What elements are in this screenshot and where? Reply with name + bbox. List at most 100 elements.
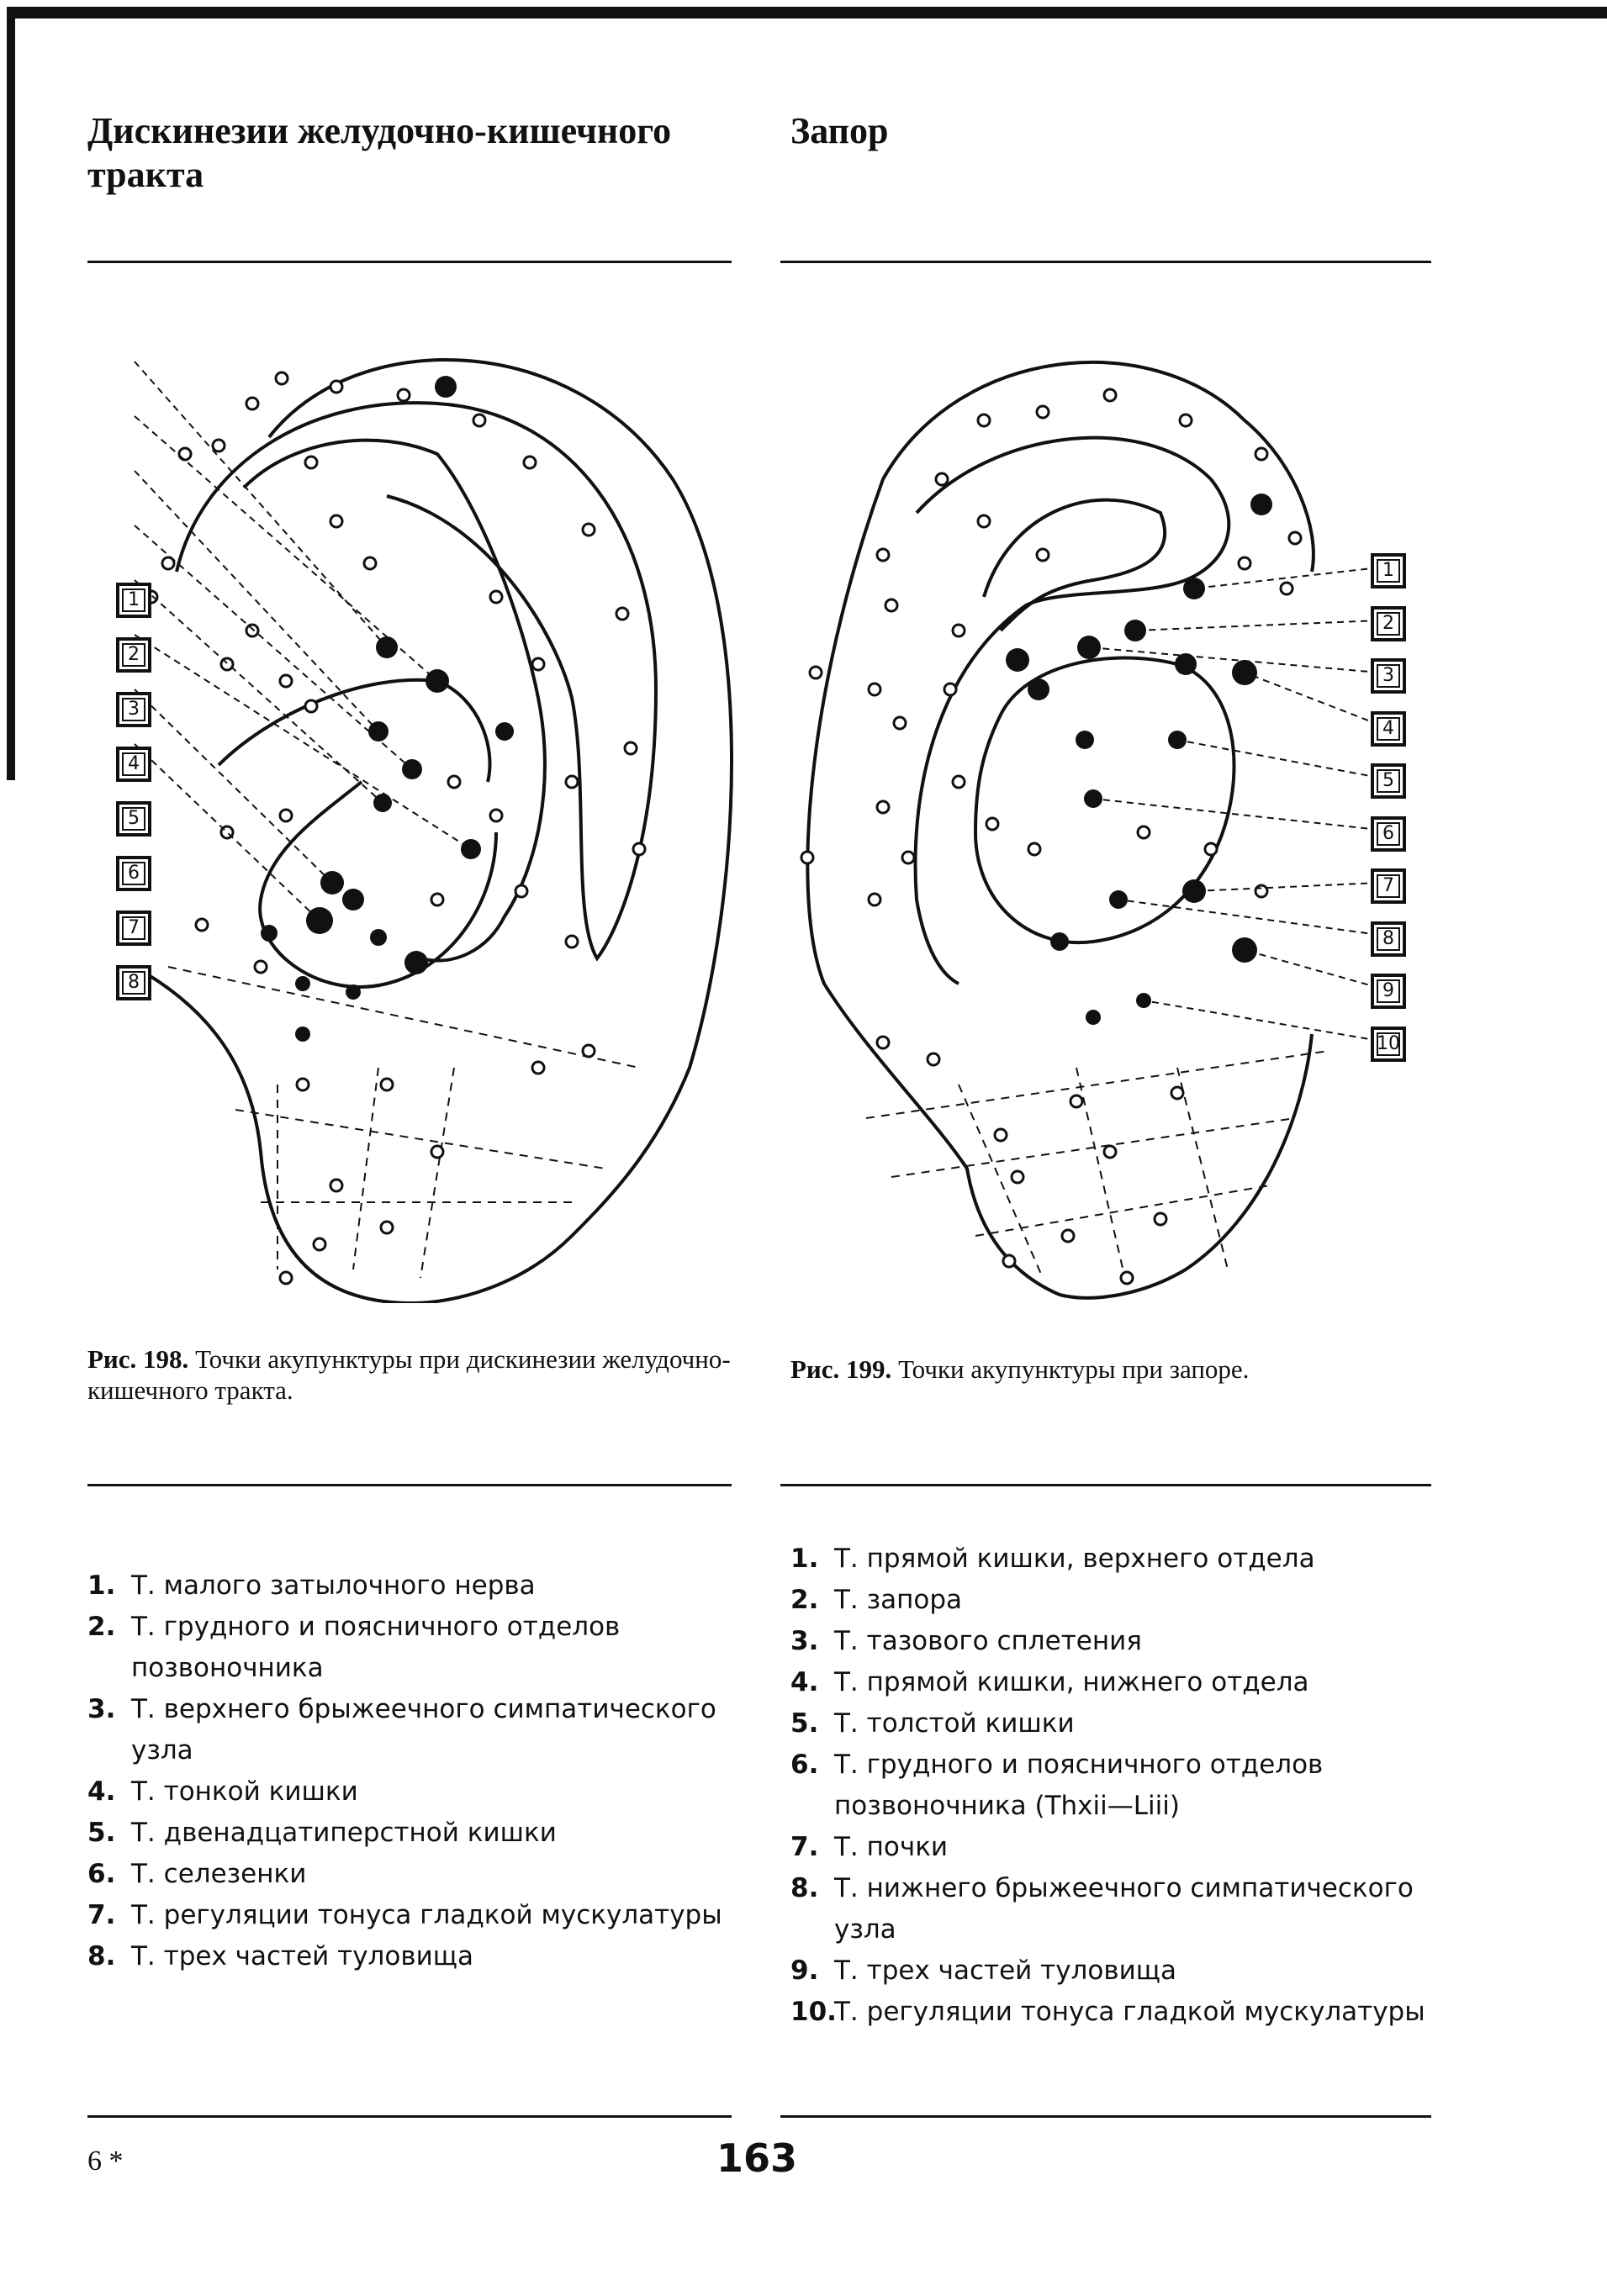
figure-marker-box: 7 [116,910,151,946]
list-item-text: Т. верхнего брыжеечного симпатического у… [131,1694,716,1766]
list-item-number: 1. [790,1544,819,1574]
left-point-list: 1. Т. малого затылочного нерва 2.Т. грудно… [87,1565,743,1977]
left-footer-rule [87,2115,732,2118]
list-item-number: 6. [87,1859,116,1889]
list-item: 7.Т. регуляции тонуса гладкой мускулатур… [87,1895,743,1936]
figure-marker-box: 6 [1371,815,1406,852]
page-left-border [7,7,15,780]
right-title: Запор [790,110,889,151]
list-item-text: Т. почки [834,1832,949,1862]
list-item: 8. Т. трех частей туловища [87,1936,743,1977]
list-item-text: Т. прямой кишки, нижнего отдела [834,1667,1309,1697]
list-item-number: 9. [790,1956,819,1986]
right-ear-diagram [800,360,1380,1300]
right-point-list: 1. Т. прямой кишки, верхнего отдела 2. Т. з… [790,1539,1446,2033]
list-item-number: 8. [87,1941,116,1971]
list-item-number: 4. [790,1667,819,1697]
page-number: 163 [716,2135,798,2181]
right-caption-text: Точки акупунктуры при запоре. [898,1354,1250,1384]
list-item-text: Т. малого затылочного нерва [131,1570,536,1601]
list-item: 1. Т. малого затылочного нерва [87,1565,743,1607]
figure-marker-box: 1 [1371,553,1406,589]
list-item: 9. Т. трех частей туловища [790,1950,1446,1992]
list-item-text: Т. грудного и поясничного отделов позвон… [834,1750,1324,1821]
figure-marker-box: 8 [1371,921,1406,957]
right-figure-label: Рис. 199. [790,1354,892,1384]
list-item-number: 5. [87,1818,116,1848]
left-caption-rule [87,1484,732,1486]
list-item-number: 1. [87,1570,116,1601]
figure-marker-box: 10 [1371,1026,1406,1062]
list-item: 7. Т. почки [790,1827,1446,1868]
figure-marker-box: 5 [116,801,151,837]
left-title: Дискинезии желудочно-кишечного тракта [87,110,672,195]
list-item-text: Т. двенадцатиперстной кишки [131,1818,557,1848]
list-item-number: 5. [790,1708,819,1739]
page-top-border [7,7,1607,18]
figure-marker-box: 4 [1371,710,1406,747]
right-ear-outline [806,360,1315,1300]
figure-marker-box: 8 [116,965,151,1000]
list-item: 2. Т. запора [790,1580,1446,1621]
right-caption: Рис. 199. Точки акупунктуры при запоре. [790,1354,1446,1385]
list-item-text: Т. селезенки [131,1859,307,1889]
right-caption-rule [780,1484,1431,1486]
list-item-text: Т. тонкой кишки [131,1776,358,1807]
figure-marker-box: 2 [116,637,151,673]
list-item-text: Т. трех частей туловища [131,1941,473,1971]
figure-marker-box: 9 [1371,974,1406,1009]
left-crus [217,678,492,783]
list-item-text: Т. запора [834,1585,963,1615]
list-item: 3.Т. тазового сплетения [790,1621,1446,1662]
list-item-text: Т. тазового сплетения [834,1626,1142,1656]
list-item-number: 6. [790,1750,819,1780]
right-marker-lines [1088,567,1380,1042]
list-item: 8.Т. нижнего брыжеечного симпатического … [790,1868,1446,1950]
right-footer-rule [780,2115,1431,2118]
left-column-header: Дискинезии желудочно-кишечного тракта [87,109,676,197]
list-item: 4. Т. прямой кишки, нижнего отдела [790,1662,1446,1703]
figure-marker-box: 4 [116,747,151,782]
left-figure-label: Рис. 198. [87,1344,189,1374]
list-item: 2.Т. грудного и поясничного отделов позв… [87,1607,743,1689]
list-item-number: 3. [87,1694,116,1724]
left-antihelix [242,438,547,963]
list-item-number: 7. [87,1900,116,1930]
list-item: 4. Т. тонкой кишки [87,1771,743,1813]
left-marker-lines [134,361,472,921]
list-item: 5. Т. двенадцатиперстной кишки [87,1813,743,1854]
figure-marker-box: 1 [116,583,151,618]
right-column-header: Запор [790,109,1379,153]
left-caption: Рис. 198. Точки акупунктуры при дискинез… [87,1343,743,1406]
left-concha [258,780,498,989]
right-helix [913,435,1231,985]
list-item-number: 4. [87,1776,116,1807]
signature-mark: 6 * [87,2146,124,2177]
figure-marker-box: 3 [1371,658,1406,694]
list-item-text: Т. грудного и поясничного отделов позвон… [131,1612,621,1683]
right-header-rule [780,261,1431,263]
figure-marker-box: 2 [1371,605,1406,641]
list-item-text: Т. толстой кишки [834,1708,1075,1739]
figure-marker-box: 6 [116,856,151,891]
list-item-text: Т. трех частей туловища [834,1956,1176,1986]
list-item-text: Т. прямой кишки, верхнего отдела [834,1544,1315,1574]
list-item-number: 10. [790,1997,837,2027]
list-item: 1. Т. прямой кишки, верхнего отдела [790,1539,1446,1580]
list-item-text: Т. нижнего брыжеечного симпатического уз… [834,1873,1414,1945]
list-item: 3. Т. верхнего брыжеечного симпатического… [87,1689,743,1771]
list-item: 10.Т. регуляции тонуса гладкой мускулату… [790,1992,1446,2033]
list-item: 5. Т. толстой кишки [790,1703,1446,1744]
right-antihelix [982,498,1167,632]
list-item-text: Т. регуляции тонуса гладкой мускулатуры [834,1997,1425,2027]
left-caption-text: Точки акупунктуры при дискинезии желудоч… [87,1344,731,1405]
figure-marker-box: 5 [1371,763,1406,799]
left-ear-diagram [134,357,733,1303]
figure-marker-box: 7 [1371,868,1406,904]
left-ear-outline [134,357,733,1303]
left-header-rule [87,261,732,263]
list-item-number: 2. [790,1585,819,1615]
list-item-number: 7. [790,1832,819,1862]
figure-marker-box: 3 [116,692,151,727]
list-item: 6. Т. грудного и поясничного отделов позв… [790,1744,1446,1827]
